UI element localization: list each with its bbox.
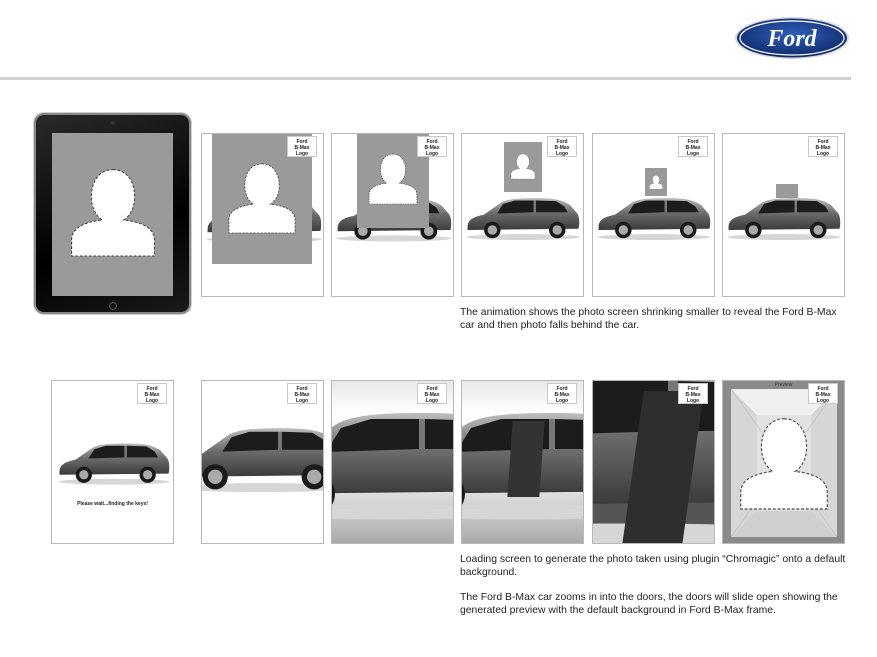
tablet-camera [111, 121, 115, 125]
car-image [464, 192, 582, 242]
person-silhouette-icon [367, 146, 419, 210]
car-image [595, 192, 713, 242]
photo-screen [776, 184, 798, 198]
row1-caption: The animation shows the photo screen shr… [460, 307, 837, 331]
preview-label: Preview [774, 382, 793, 388]
row2-caption-2: The Ford B-Max car zooms in into the doo… [460, 592, 838, 616]
loading-message: Please wait...finding the keys! [77, 501, 148, 507]
ford-logo-text: Ford [766, 26, 817, 52]
photo-screen [645, 168, 667, 196]
ford-logo: Ford [735, 17, 849, 59]
car-image [201, 417, 324, 497]
person-silhouette-icon [737, 403, 831, 521]
door-opening [507, 421, 545, 497]
photo-screen [504, 142, 542, 192]
row2-caption-1: Loading screen to generate the photo tak… [460, 554, 846, 578]
car-image [331, 401, 454, 521]
person-silhouette-icon [68, 157, 158, 265]
car-image [725, 192, 843, 242]
header-divider [0, 77, 851, 80]
photo-screen [52, 133, 173, 296]
tablet-device [34, 113, 191, 314]
car-image [56, 433, 172, 491]
home-button [109, 302, 117, 310]
person-silhouette-icon [510, 150, 536, 182]
person-silhouette-icon [226, 152, 298, 242]
person-silhouette-icon [649, 173, 663, 191]
